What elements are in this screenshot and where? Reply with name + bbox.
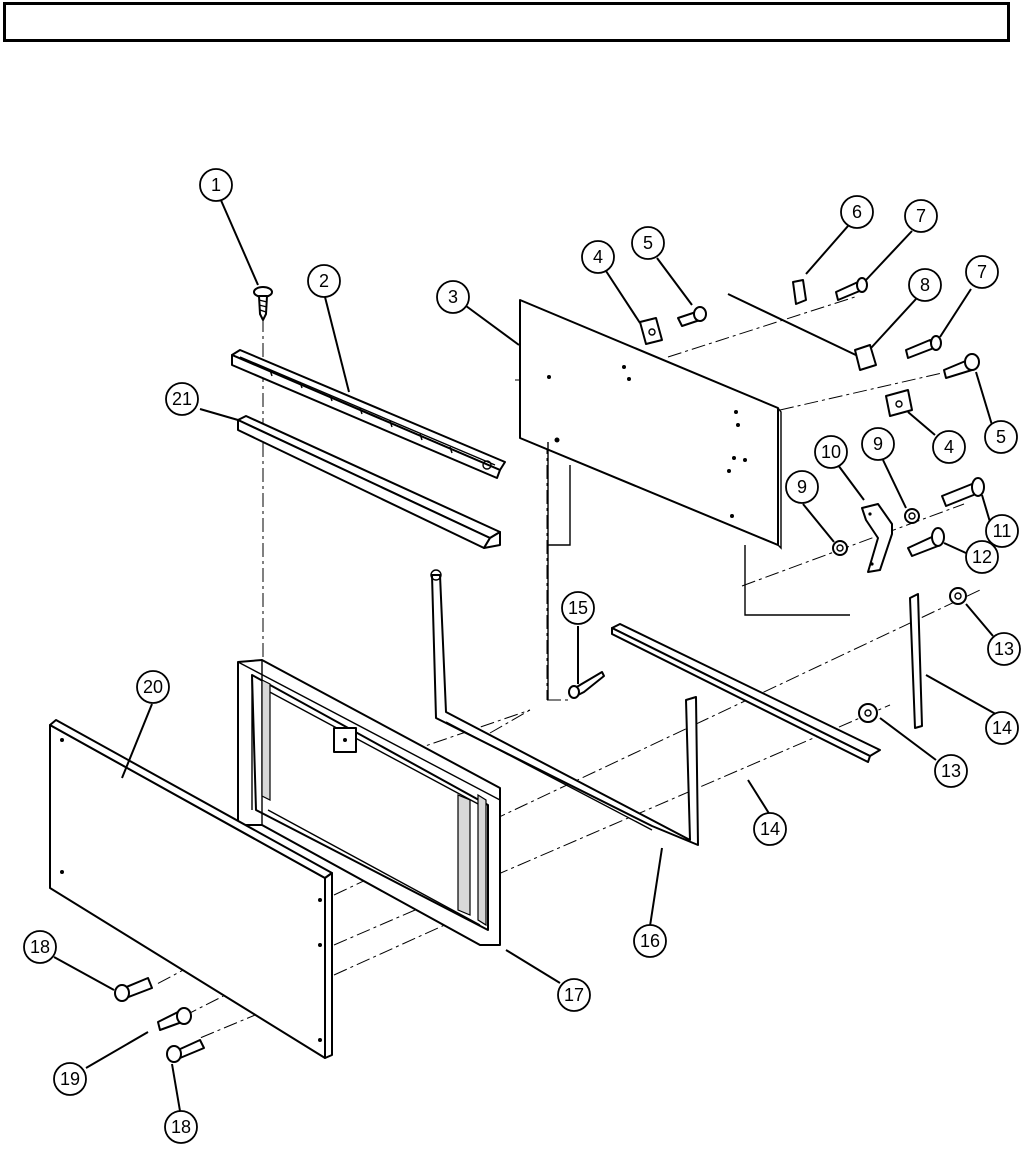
callout-20-label: 20	[143, 677, 163, 697]
callout-9-left: 9	[785, 470, 819, 504]
callout-20: 20	[136, 670, 170, 704]
callout-3: 3	[436, 280, 470, 314]
callouts: 1 2 3 4 5 6 7 7 8 4 5 9 10 9 11 12	[23, 168, 1021, 1144]
callout-19: 19	[53, 1062, 87, 1096]
part-21-channel	[237, 415, 501, 549]
callout-16-label: 16	[640, 931, 660, 951]
callout-10: 10	[814, 435, 848, 469]
callout-14-upper: 14	[985, 711, 1019, 745]
callout-4-upper-label: 4	[593, 247, 603, 267]
callout-21-label: 21	[172, 389, 192, 409]
part-15-pin	[568, 671, 605, 699]
callout-14-upper-label: 14	[992, 718, 1012, 738]
callout-7-right: 7	[965, 255, 999, 289]
callout-4-lower-label: 4	[944, 437, 954, 457]
callout-13-lower-label: 13	[941, 761, 961, 781]
part-14-upper-strip	[909, 593, 923, 729]
callout-6: 6	[840, 195, 874, 229]
callout-21: 21	[165, 382, 199, 416]
callout-18-lower-label: 18	[171, 1117, 191, 1137]
callout-16: 16	[633, 924, 667, 958]
callout-13-upper: 13	[987, 632, 1021, 666]
callout-8-label: 8	[920, 275, 930, 295]
callout-11-label: 11	[993, 521, 1012, 541]
callout-13-upper-label: 13	[994, 639, 1014, 659]
callout-9-right-label: 9	[873, 434, 883, 454]
callout-18-upper-label: 18	[30, 937, 50, 957]
callout-5-upper-label: 5	[643, 233, 653, 253]
part-4-lower-clip	[885, 389, 913, 417]
part-20-front-panel	[49, 719, 333, 1059]
callout-12-label: 12	[972, 547, 992, 567]
callout-15: 15	[561, 591, 595, 625]
callout-1: 1	[199, 168, 233, 202]
callout-4-lower: 4	[932, 430, 966, 464]
callout-8: 8	[908, 268, 942, 302]
callout-7-left-label: 7	[916, 206, 926, 226]
screws-and-nuts	[114, 277, 985, 1063]
part-6-rod	[727, 279, 861, 358]
callout-10-label: 10	[821, 442, 841, 462]
callout-1-label: 1	[211, 175, 221, 195]
part-14-lower-strip	[611, 623, 881, 763]
part-8-block	[854, 344, 877, 371]
callout-11: 11	[985, 514, 1019, 548]
callout-5-lower-label: 5	[996, 427, 1006, 447]
part-17-frame	[237, 659, 501, 946]
callout-18-lower: 18	[164, 1110, 198, 1144]
part-3-top-panel	[519, 299, 782, 550]
callout-12: 12	[965, 540, 999, 574]
callout-14-lower-label: 14	[760, 819, 780, 839]
callout-5-lower: 5	[984, 420, 1018, 454]
part-10-hinge	[861, 503, 893, 573]
callout-17-label: 17	[564, 985, 584, 1005]
part-4-upper-clip	[639, 317, 663, 345]
callout-7-right-label: 7	[977, 262, 987, 282]
callout-4-upper: 4	[581, 240, 615, 274]
callout-2: 2	[307, 264, 341, 298]
header-box	[3, 2, 1010, 42]
part-16-u-bracket	[430, 569, 699, 846]
callout-7-left: 7	[904, 199, 938, 233]
callout-19-label: 19	[60, 1069, 80, 1089]
callout-3-label: 3	[448, 287, 458, 307]
leader-lines	[53, 197, 1002, 1112]
callout-6-label: 6	[852, 202, 862, 222]
callout-13-lower: 13	[934, 754, 968, 788]
callout-14-lower: 14	[753, 812, 787, 846]
callout-2-label: 2	[319, 271, 329, 291]
callout-15-label: 15	[568, 598, 588, 618]
callout-5-upper: 5	[631, 226, 665, 260]
part-1-screw	[253, 286, 273, 321]
callout-18-upper: 18	[23, 930, 57, 964]
part-3-edge-lines	[547, 442, 850, 700]
part-2-upper-rail	[231, 349, 506, 479]
callout-9-left-label: 9	[797, 477, 807, 497]
callout-9-right: 9	[861, 427, 895, 461]
callout-17: 17	[557, 978, 591, 1012]
